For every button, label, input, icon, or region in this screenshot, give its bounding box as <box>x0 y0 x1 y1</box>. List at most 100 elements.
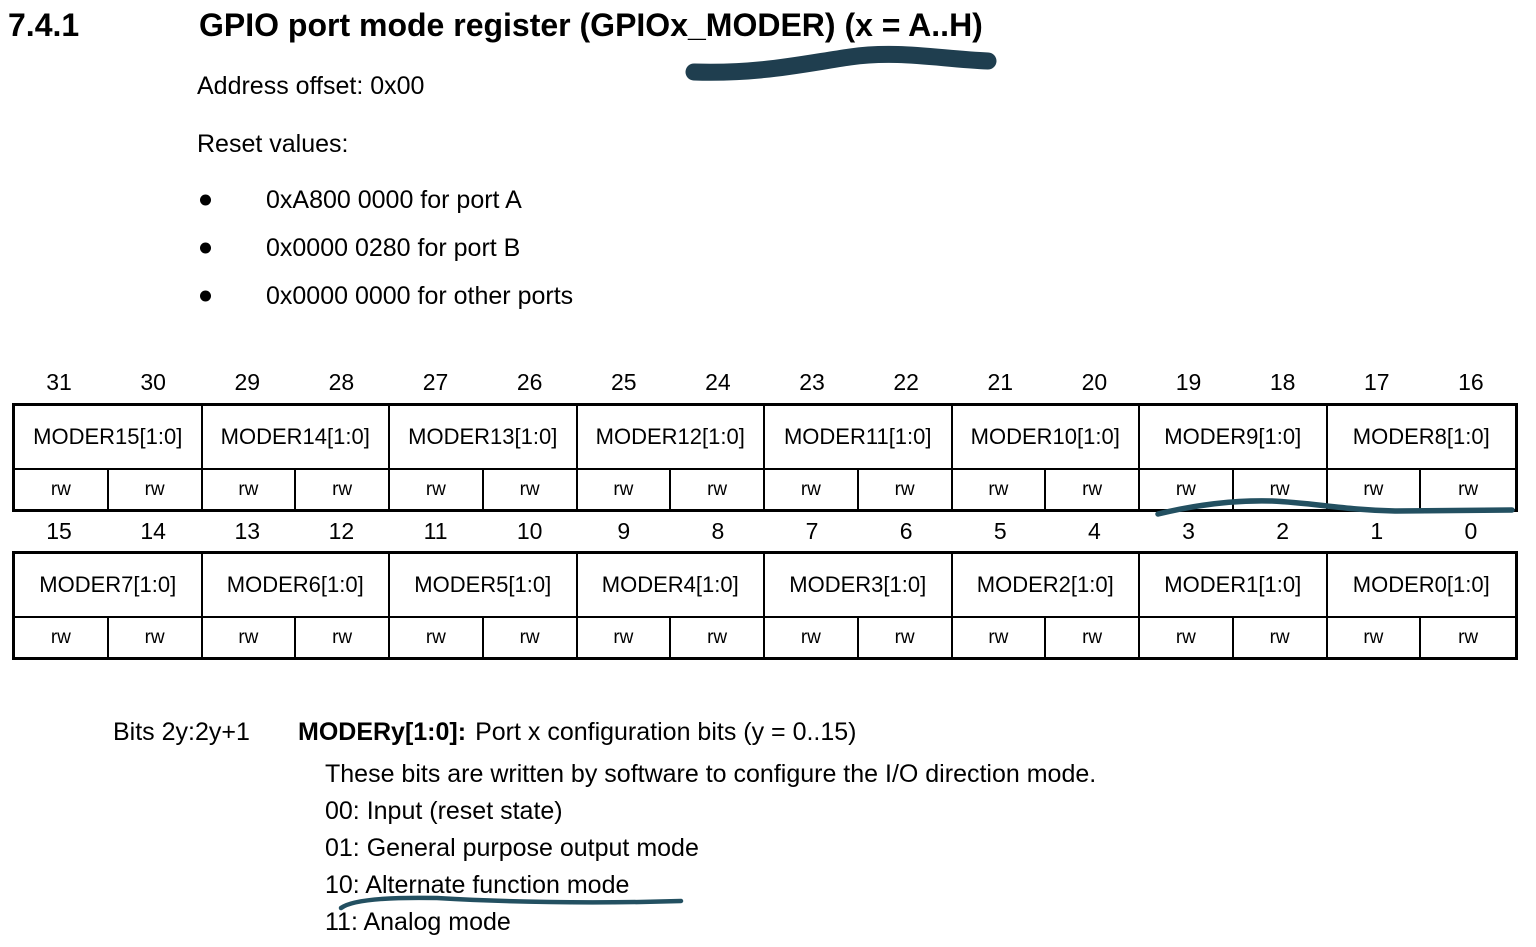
register-field-cell: MODER10[1:0] <box>953 406 1140 468</box>
access-type-cell: rw <box>578 618 672 657</box>
access-type-cell: rw <box>203 618 297 657</box>
access-type-cell: rw <box>765 470 859 509</box>
access-type-cell: rw <box>109 470 203 509</box>
access-type-cell: rw <box>484 470 578 509</box>
bit-number: 17 <box>1364 369 1390 395</box>
bit-number: 4 <box>1088 518 1101 544</box>
bit-number: 26 <box>516 369 543 395</box>
fields-row: MODER15[1:0]MODER14[1:0]MODER13[1:0]MODE… <box>15 406 1515 470</box>
bit-number: 27 <box>422 369 449 395</box>
reset-value-item: 0x0000 0280 for port B <box>198 224 573 272</box>
register-field-cell: MODER0[1:0] <box>1352 572 1490 597</box>
access-type-cell: rw <box>109 618 203 657</box>
field-summary: Port x configuration bits (y = 0..15) <box>475 718 857 746</box>
bit-number: 19 <box>1175 369 1202 395</box>
bit-number: 6 <box>899 518 913 544</box>
access-type-cell: rw <box>296 470 390 509</box>
register-field-cell: MODER4[1:0] <box>578 554 765 616</box>
register-field-cell: MODER8[1:0] <box>1352 424 1490 449</box>
access-type-cell: rw <box>1328 470 1422 509</box>
access-type-cell: rw <box>15 470 109 509</box>
access-type-cell: rw <box>859 618 953 657</box>
bit-number: 15 <box>46 518 72 544</box>
bit-numbers-row-high: 31 30 29 28 27 26 25 24 23 22 21 20 19 18 17 16 <box>12 369 1518 396</box>
access-type-cell: rw <box>765 618 859 657</box>
bit-number: 28 <box>328 369 355 395</box>
register-field-cell: MODER6[1:0] <box>203 554 390 616</box>
access-type-cell: rw <box>1140 618 1234 657</box>
register-field-cell: MODER12[1:0] <box>578 406 765 468</box>
access-type-cell: rw <box>484 618 578 657</box>
register-field-cell: MODER7[1:0] <box>15 554 203 616</box>
field-description-lines: These bits are written by software to co… <box>113 756 1096 941</box>
access-type-cell: rw <box>1458 478 1479 500</box>
access-type-cell: rw <box>1458 626 1479 648</box>
access-type-cell: rw <box>15 618 109 657</box>
bit-number: 16 <box>1458 369 1484 395</box>
bit-number: 0 <box>1464 518 1478 544</box>
bit-number: 23 <box>799 369 825 395</box>
access-type-cell: rw <box>390 618 484 657</box>
description-line: 10: Alternate function mode <box>325 871 630 899</box>
bit-number: 8 <box>711 518 725 544</box>
access-type-cell: rw <box>390 470 484 509</box>
description-line: 11: Analog mode <box>325 908 511 936</box>
register-field-cell: MODER13[1:0] <box>390 406 578 468</box>
bit-number: 12 <box>328 518 355 544</box>
section-number: 7.4.1 <box>8 7 80 43</box>
access-type-cell: rw <box>1046 470 1140 509</box>
bit-number: 31 <box>46 369 72 395</box>
bit-number: 5 <box>993 518 1007 544</box>
title-highlight-mark <box>685 45 997 81</box>
bit-number: 1 <box>1370 518 1384 544</box>
bit-number: 20 <box>1081 369 1108 395</box>
access-type-cell: rw <box>953 470 1047 509</box>
section-heading: 7.4.1 GPIO port mode register (GPIOx_MOD… <box>8 6 983 44</box>
bit-number: 29 <box>234 369 261 395</box>
register-field-cell: MODER5[1:0] <box>390 554 578 616</box>
description-line: 00: Input (reset state) <box>325 797 563 825</box>
bit-number: 30 <box>140 369 166 395</box>
bit-number: 24 <box>705 369 731 395</box>
field-description: Bits 2y:2y+1 MODERy[1:0]: Port x configu… <box>113 714 1096 941</box>
register-field-cell: MODER9[1:0] <box>1140 406 1328 468</box>
register-table-high-word: MODER15[1:0]MODER14[1:0]MODER13[1:0]MODE… <box>12 403 1518 512</box>
access-type-cell: rw <box>671 618 765 657</box>
bit-number: 21 <box>987 369 1014 395</box>
register-field-cell: MODER14[1:0] <box>203 406 390 468</box>
bit-number: 22 <box>893 369 919 395</box>
reset-values-label: Reset values: <box>197 130 349 158</box>
field-name: MODERy[1:0]: <box>298 718 467 746</box>
access-type-cell: rw <box>203 470 297 509</box>
bit-number: 3 <box>1182 518 1195 544</box>
bit-number: 13 <box>234 518 261 544</box>
register-field-cell: MODER11[1:0] <box>765 406 953 468</box>
register-field-cell: MODER2[1:0] <box>953 554 1140 616</box>
field-description-heading: Bits 2y:2y+1 MODERy[1:0]: Port x configu… <box>113 714 1096 751</box>
bit-number: 18 <box>1269 369 1296 395</box>
access-type-cell: rw <box>671 470 765 509</box>
register-field-cell: MODER3[1:0] <box>765 554 953 616</box>
register-field-cell: MODER1[1:0] <box>1140 554 1328 616</box>
access-type-cell: rw <box>578 470 672 509</box>
access-type-cell: rw <box>1234 618 1328 657</box>
bit-number: 14 <box>140 518 166 544</box>
page-title: GPIO port mode register (GPIOx_MODER) (x… <box>199 7 983 43</box>
access-type-cell: rw <box>1234 470 1328 509</box>
access-type-cell: rw <box>1140 470 1234 509</box>
access-type-cell: rw <box>953 618 1047 657</box>
bit-number: 25 <box>611 369 637 395</box>
bit-number: 7 <box>805 518 819 544</box>
bits-range-label: Bits 2y:2y+1 <box>113 718 250 746</box>
reset-value-item: 0x0000 0000 for other ports <box>198 272 573 320</box>
reset-value-item: 0xA800 0000 for port A <box>198 176 573 224</box>
access-type-cell: rw <box>1046 618 1140 657</box>
bit-number: 10 <box>516 518 543 544</box>
register-field-cell: MODER15[1:0] <box>15 406 203 468</box>
bit-number: 9 <box>617 518 631 544</box>
fields-row: MODER7[1:0]MODER6[1:0]MODER5[1:0]MODER4[… <box>15 554 1515 618</box>
